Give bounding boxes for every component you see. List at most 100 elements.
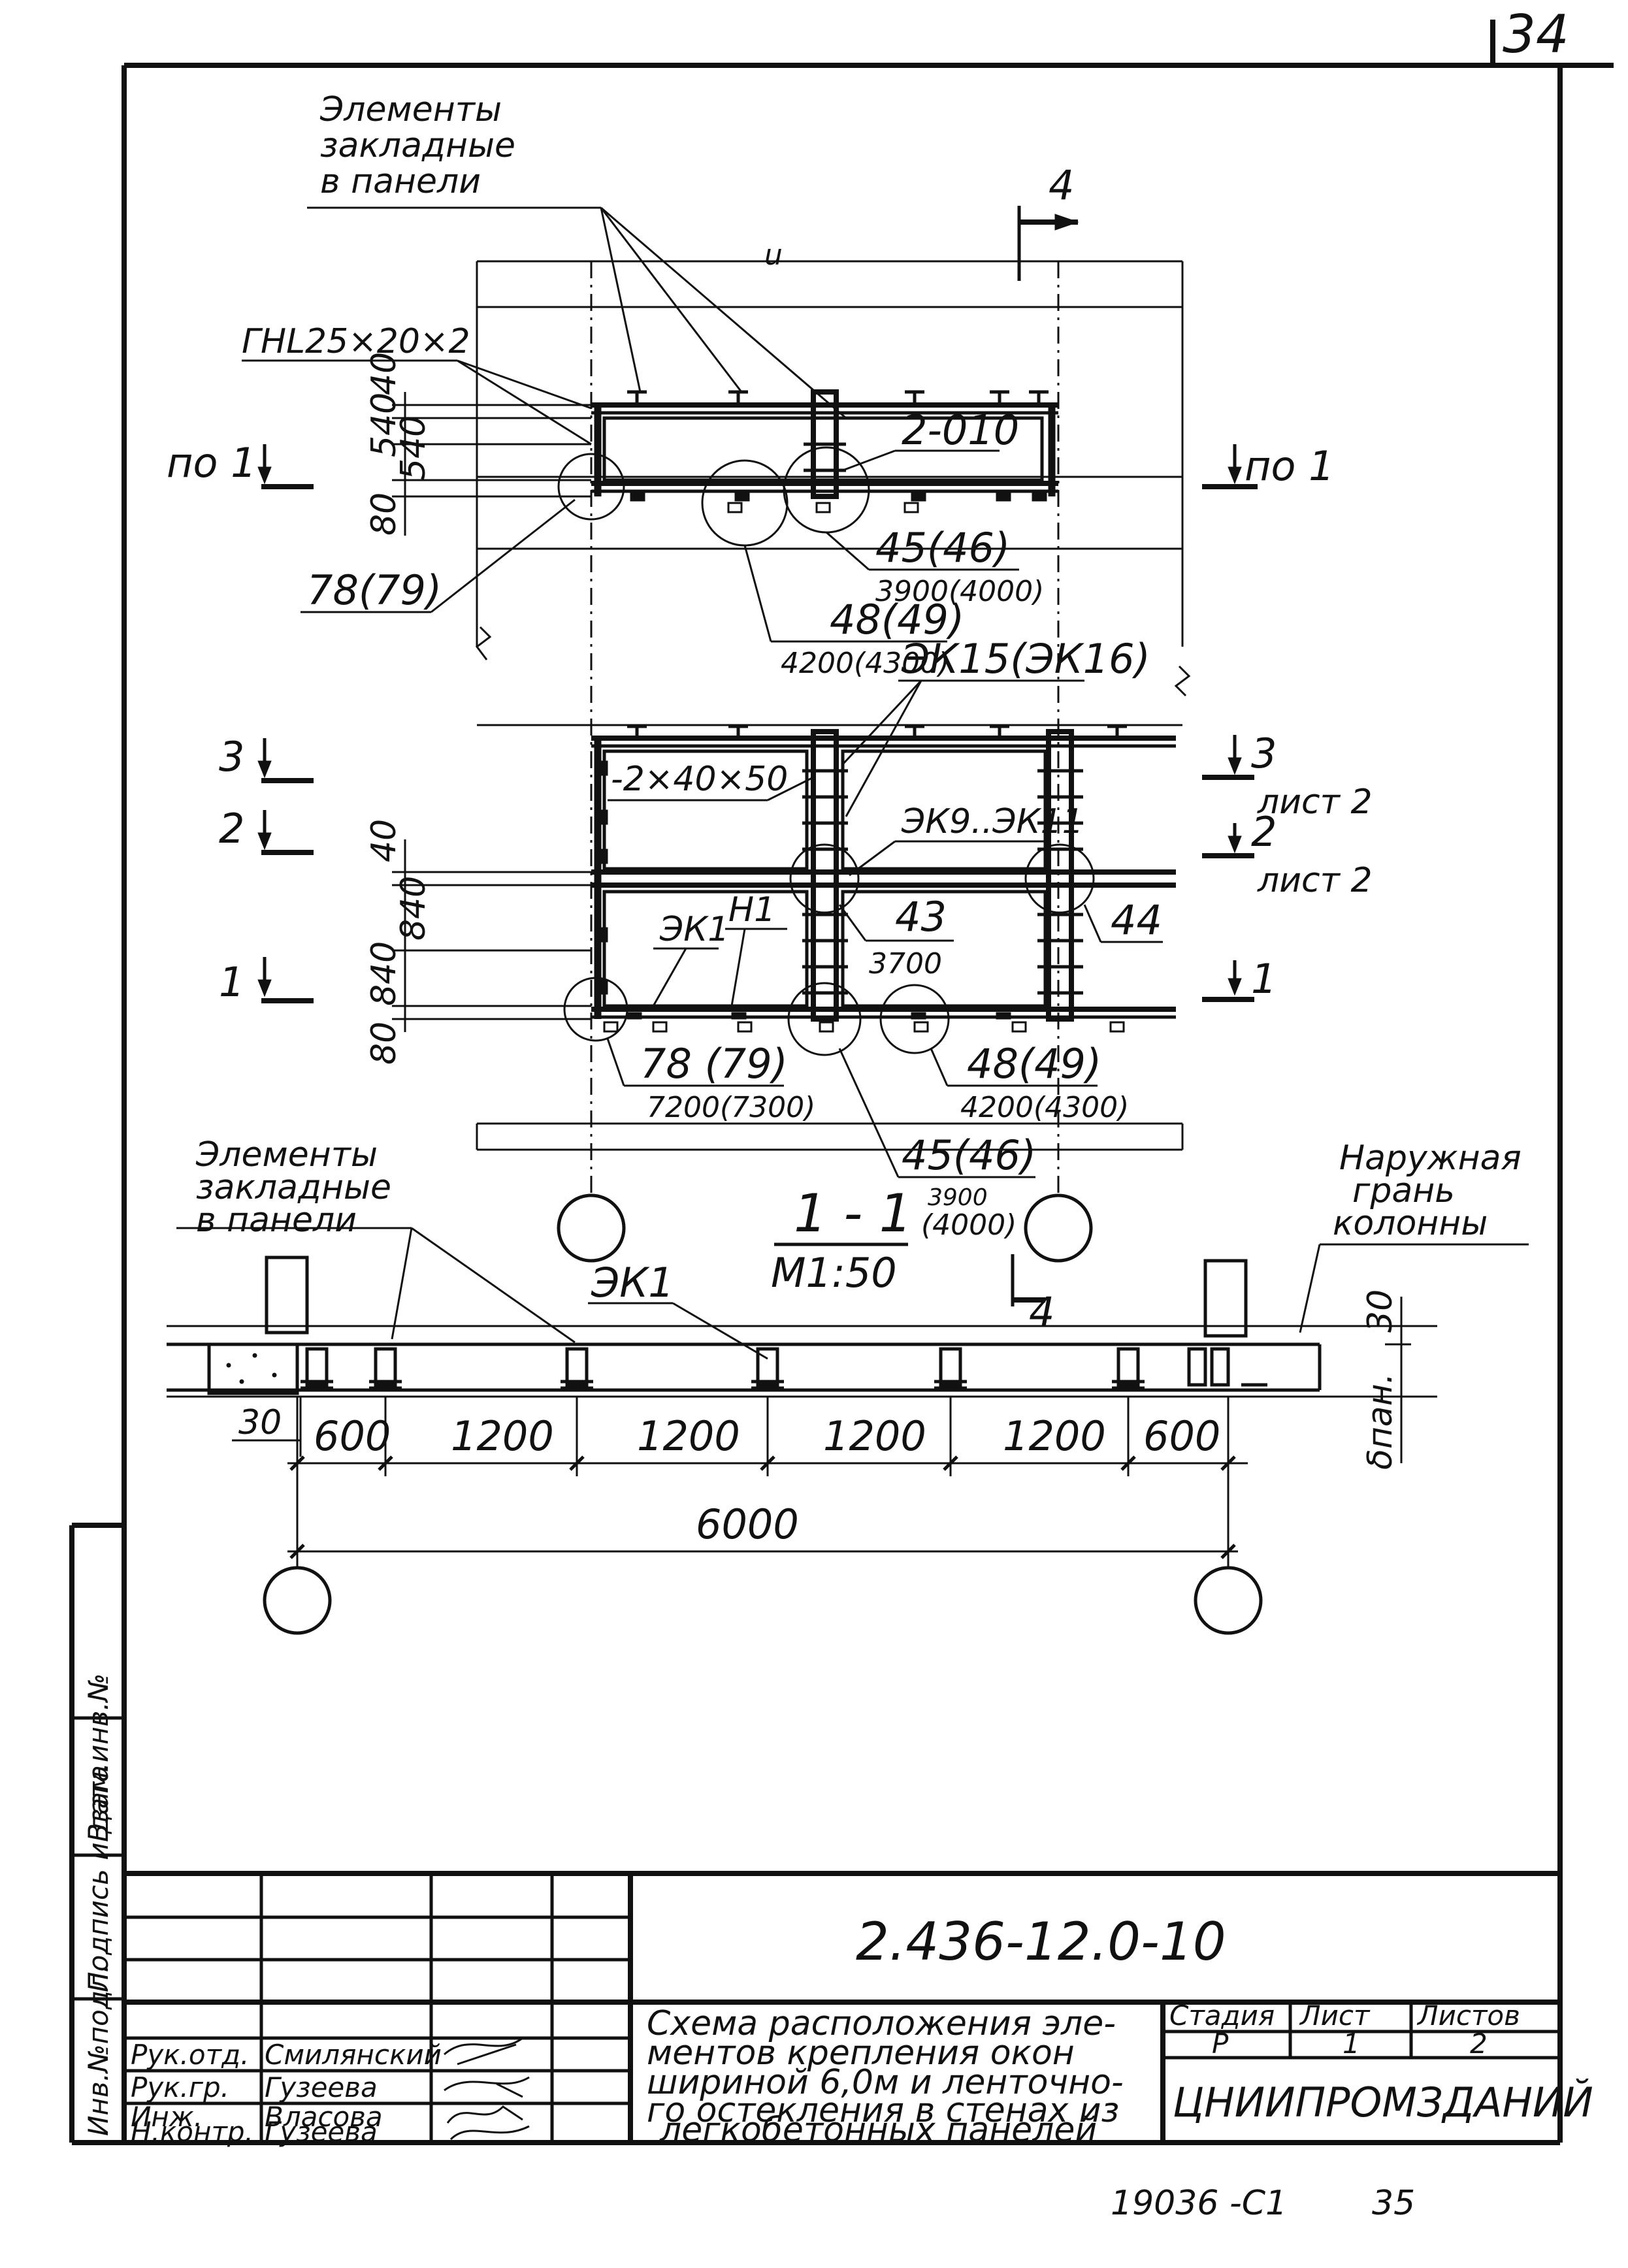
title-line-3: шириной 6,0м и ленточно- (647, 2063, 1124, 2102)
callout-facade-line-2: грань (1352, 1171, 1455, 1210)
dim-panel: δпан. (1361, 1373, 1400, 1470)
side-stamp-sign: Подпись и дата (82, 1765, 114, 1992)
dim-1200-a: 1200 (451, 1412, 554, 1460)
section-left-top: по 1 (167, 439, 257, 487)
callout-facade-line-3: колонны (1333, 1204, 1488, 1243)
footer-code: 19036 -С1 (1111, 2184, 1287, 2223)
callout-facade-line-1: Наружная (1339, 1139, 1522, 1178)
sheets-value: 2 (1470, 2028, 1488, 2060)
callout-embedded-line-3: в панели (320, 162, 481, 201)
dim-1200-d: 1200 (1003, 1412, 1106, 1460)
title-line-4: го остекления в стенах из (647, 2091, 1119, 2130)
label-ek15: ЭК15(ЭК16) (901, 635, 1150, 683)
callout-embedded-line-1-b: Элементы (195, 1135, 378, 1174)
stage-value: Р (1212, 2028, 1229, 2060)
dim-mid-40: 40 (365, 819, 404, 862)
side-stamp-replace: Взам.инв.№ (82, 1674, 114, 1842)
sheets-header: Листов (1416, 2000, 1520, 2032)
dim-mid-840b: 840 (394, 876, 433, 941)
signatures (444, 2037, 530, 2141)
title-line-5: легкобетонных панелей (659, 2111, 1097, 2150)
label-45-mid: 45(46) (902, 1131, 1036, 1179)
dim-top-80: 80 (365, 493, 404, 536)
sheet-number: 34 (1503, 4, 1569, 65)
label-ek9: ЭК9..ЭК11 (901, 802, 1084, 841)
name-1: Смилянский (265, 2039, 442, 2071)
label-78-top: 78(79) (307, 566, 442, 614)
label-45-len2-mid: (4000) (921, 1208, 1017, 1242)
sheet-ref-2: лист 2 (1257, 861, 1373, 900)
name-4: Гузеева (265, 2116, 378, 2148)
section-1-1: 1 - 1 М1:50 Элементы закладные в панели … (167, 1135, 1529, 1635)
dim-total: 6000 (696, 1500, 799, 1548)
section-left-3: 3 (219, 733, 244, 781)
top-plan: Элементы закладные в панели u 4 (167, 90, 1335, 1195)
side-stamp-inv: Инв.№подл. (82, 1964, 114, 2136)
callout-embedded-line-1: Элементы (319, 90, 502, 129)
sheet-ref-3: лист 2 (1257, 783, 1373, 822)
dim-top-540b: 540 (394, 415, 433, 480)
label-plate: 2-010 (902, 406, 1019, 454)
role-2: Рук.гр. (131, 2071, 229, 2103)
section-left-1: 1 (219, 958, 244, 1006)
label-45-top: 45(46) (875, 524, 1010, 572)
label-angle: ГНL25×20×2 (242, 322, 470, 361)
sheet-header: Лист (1299, 2000, 1371, 2032)
label-48-top: 48(49) (830, 596, 964, 643)
title-line-1: Схема расположения эле- (647, 2004, 1116, 2043)
section-left-2: 2 (219, 805, 244, 852)
name-2: Гузеева (265, 2071, 378, 2103)
label-h1: Н1 (728, 890, 775, 930)
organization: ЦНИИПРОМЗДАНИЙ (1173, 2078, 1593, 2126)
label-48-len-top: 4200(4300) (781, 647, 949, 680)
dim-30-left: 30 (238, 1403, 282, 1442)
role-3: Инж. (131, 2101, 203, 2133)
label-45-len-top: 3900(4000) (875, 575, 1044, 608)
label-ek1-mid: ЭК1 (659, 910, 729, 949)
dim-top-40: 40 (365, 352, 404, 395)
dim-1200-c: 1200 (823, 1412, 926, 1460)
callout-embedded-line-2-b: закладные (196, 1168, 391, 1207)
label-45-len-mid: 3900 (928, 1184, 988, 1211)
dim-600-left: 600 (314, 1412, 391, 1460)
section-title: 1 - 1 (794, 1183, 913, 1244)
callout-embedded-line-3-b: в панели (196, 1201, 357, 1240)
section-4-bottom: 4 (1029, 1288, 1054, 1336)
section-4-top: 4 (1049, 161, 1074, 209)
doc-code: 2.436-12.0-10 (856, 1911, 1226, 1972)
section-right-top: по 1 (1245, 442, 1335, 490)
name-3: Власова (265, 2101, 383, 2133)
section-right-1: 1 (1251, 955, 1277, 1003)
side-stamp: Инв.№подл. Подпись и дата Взам.инв.№ (69, 1523, 124, 2143)
role-1: Рук.отд. (131, 2039, 249, 2071)
section-right-2: 2 (1251, 808, 1277, 856)
label-48-len-mid: 4200(4300) (960, 1091, 1129, 1124)
sheet-value: 1 (1343, 2028, 1360, 2060)
dim-30-top: 30 (1361, 1289, 1400, 1333)
dim-600-right: 600 (1143, 1412, 1220, 1460)
sheet-frame: 34 (72, 4, 1614, 2145)
dim-1200-b: 1200 (637, 1412, 740, 1460)
section-scale: М1:50 (771, 1249, 897, 1297)
middle-plan: 40 840 840 80 3 2 1 3 лист 2 2 лист 2 1 … (219, 724, 1373, 1263)
label-78-len-mid: 7200(7300) (647, 1091, 815, 1124)
title-line-2: ментов крепления окон (647, 2033, 1075, 2073)
label-43-len: 3700 (869, 947, 942, 980)
dim-mid-80: 80 (365, 1022, 404, 1065)
section-right-3: 3 (1251, 730, 1277, 777)
dim-mid-840a: 840 (365, 941, 404, 1006)
title-block: 2.436-12.0-10 Схема расположения эле- ме… (124, 1871, 1593, 2150)
label-48-mid: 48(49) (967, 1040, 1101, 1088)
callout-embedded-line-2: закладные (320, 126, 515, 165)
footer-page: 35 (1372, 2184, 1415, 2223)
dim-top-540a: 540 (365, 393, 404, 457)
role-4: Н.контр. (131, 2116, 253, 2148)
label-44: 44 (1111, 896, 1162, 944)
label-43: 43 (895, 893, 947, 941)
label-plate-mid: -2×40×50 (611, 760, 788, 799)
dim-u: u (764, 238, 783, 272)
label-78-mid: 78 (79) (640, 1040, 788, 1088)
stage-header: Стадия (1169, 2000, 1275, 2032)
label-ek1-section: ЭК1 (591, 1259, 674, 1306)
